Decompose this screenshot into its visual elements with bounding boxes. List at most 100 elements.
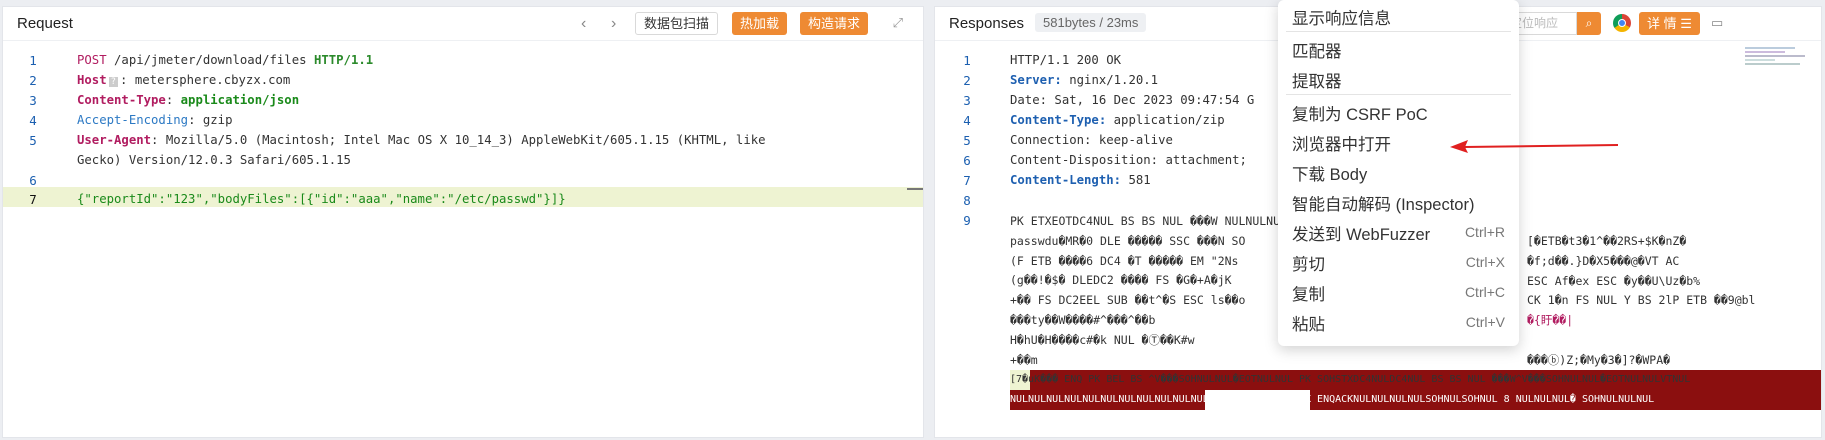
line-number: 1 [963, 53, 971, 68]
ua-value-1: Mozilla/5.0 (Macintosh; Intel Mac OS X 1… [165, 133, 766, 147]
scroll-marker [907, 188, 923, 190]
locate-response-input[interactable]: 定位响应 [1505, 12, 1577, 35]
date-header: Date: Sat, 16 Dec 2023 09:47:54 G [1010, 93, 1255, 107]
line-number: 7 [29, 192, 37, 207]
size-badge: 581bytes / 23ms [1035, 13, 1147, 32]
hot-reload-button[interactable]: 热加载 [732, 12, 788, 35]
binary-tail: [7�uK��� ENQ PK BEL BS ^V���SOHNULNUL�EO… [1010, 370, 1821, 410]
request-header: Request ‹ › 数据包扫描 热加载 构造请求 ⤢ [3, 7, 923, 41]
binary-right-column: [�ETB�t3�1^��2RS+$K�nZ� �f;d��.}D�X5���@… [1527, 232, 1817, 371]
annotation-arrow-icon [1450, 140, 1619, 153]
ctype-value: application/json [180, 93, 300, 107]
search-icon[interactable]: ⌕ [1577, 12, 1601, 35]
line-number: 7 [963, 173, 971, 188]
back-arrow-icon[interactable]: ‹ [581, 15, 587, 32]
accept-key: Accept-Encoding [77, 113, 189, 127]
menu-item-cut[interactable]: 剪切 [1292, 256, 1325, 274]
menu-item-download-body[interactable]: 下载 Body [1292, 166, 1368, 184]
user-agent-header: User-Agent: Mozilla/5.0 (Macintosh; Inte… [77, 133, 766, 147]
binary-line: passwdu�MR�0 DLE ����� SSC ���N SO [1010, 233, 1246, 248]
request-pane: Request ‹ › 数据包扫描 热加载 构造请求 ⤢ 1 2 3 4 5 6… [2, 6, 924, 438]
menu-item-show-response-info[interactable]: 显示响应信息 [1292, 10, 1391, 28]
ctype-key: Content-Type [77, 93, 166, 107]
binary-line: H�hU�H����c#�k NUL �Ⓣ��K#w [1010, 332, 1195, 347]
server-key: Server: [1010, 73, 1062, 87]
binary-line: ���ty��W����#^���^��b [1010, 312, 1156, 327]
menu-item-copy[interactable]: 复制 [1292, 286, 1325, 304]
binary-line: [�ETB�t3�1^��2RS+$K�nZ� [1527, 234, 1687, 248]
http-protocol: HTTP/1.1 [313, 53, 374, 67]
binary-line: �{盱��| [1527, 313, 1574, 328]
menu-item-smart-decode[interactable]: 智能自动解码 (Inspector) [1292, 196, 1475, 214]
binary-line: +�� FS DC2EEL SUB ��t^�S ESC ls��o [1010, 293, 1246, 308]
menu-item-open-in-browser[interactable]: 浏览器中打开 [1292, 136, 1391, 154]
disposition-header: Content-Disposition: attachment; [1010, 153, 1247, 167]
line-number: 9 [963, 213, 971, 228]
binary-line: +��m [1010, 352, 1038, 367]
line-number: 5 [963, 133, 971, 148]
line-number: 4 [29, 113, 37, 128]
content-type-header: Content-Type: application/json [77, 93, 300, 107]
shortcut-label: Ctrl+R [1464, 224, 1505, 240]
ctype-key: Content-Type: [1010, 113, 1107, 127]
ctype-value: application/zip [1113, 113, 1225, 127]
line-number: 5 [29, 133, 37, 148]
chrome-icon[interactable] [1613, 14, 1631, 32]
binary-line: ESC Af�ex ESC �y��U\Uz�b% [1527, 273, 1701, 288]
accept-encoding-header: Accept-Encoding: gzip [77, 113, 233, 127]
binary-line: (F ETB ����6 DC4 �T ����� EM "2Ns [1010, 253, 1239, 268]
binary-line: �f;d��.}D�X5���@�VT AC [1527, 253, 1680, 268]
forward-arrow-icon[interactable]: › [611, 15, 617, 32]
shortcut-label: Ctrl+C [1464, 284, 1505, 300]
request-body: {"reportId":"123","bodyFiles":[{"id":"aa… [77, 192, 566, 206]
menu-item-extractor[interactable]: 提取器 [1292, 73, 1342, 91]
menu-separator [1286, 94, 1511, 95]
binary-line: CK 1�n FS NUL Y BS 2lP ETB ��9@bl [1527, 293, 1756, 308]
ua-key: User-Agent [77, 133, 152, 147]
accept-value: gzip [202, 113, 233, 127]
binary-line: ���ⓑ)Z;�My�3�]?�WPA� [1527, 352, 1671, 367]
help-badge-icon[interactable]: ? [108, 77, 119, 87]
line-number: 3 [29, 93, 37, 108]
binary-line: [7�uK��� ENQ PK BEL BS ^V���SOHNULNUL�EO… [1010, 370, 1821, 390]
connection-header: Connection: keep-alive [1010, 133, 1173, 147]
comment-icon[interactable]: ▭ [1711, 15, 1724, 30]
menu-item-copy-csrf-poc[interactable]: 复制为 CSRF PoC [1292, 106, 1428, 124]
content-type-header: Content-Type: application/zip [1010, 113, 1225, 127]
binary-line: PK ETXEOTDC4NUL BS BS NUL ���W NULNULNUL… [1010, 214, 1329, 228]
line-number: 2 [963, 73, 971, 88]
detail-label: 详 情 [1647, 16, 1677, 31]
line-number: 6 [29, 173, 37, 188]
line-number: 4 [963, 113, 971, 128]
server-value: nginx/1.20.1 [1069, 73, 1159, 87]
line-number: 2 [29, 73, 37, 88]
packet-scan-button[interactable]: 数据包扫描 [635, 12, 719, 35]
response-title: Responses [949, 15, 1025, 32]
minimap[interactable] [1745, 45, 1815, 105]
shortcut-label: Ctrl+X [1465, 254, 1505, 270]
binary-body: PK ETXEOTDC4NUL BS BS NUL ���W NULNULNUL… [1010, 212, 1329, 370]
menu-item-send-to-webfuzzer[interactable]: 发送到 WebFuzzer [1292, 226, 1431, 244]
current-line-highlight [3, 187, 923, 207]
line-number: 8 [963, 193, 971, 208]
binary-line: NULNULNULNULNULNULNULNULNULNULNULNUL /et… [1010, 390, 1821, 410]
request-title: Request [17, 15, 73, 32]
expand-icon[interactable]: ⤢ [892, 15, 903, 30]
detail-button[interactable]: 详 情 ☰ [1639, 12, 1700, 35]
content-length-header: Content-Length: 581 [1010, 173, 1151, 187]
server-header: Server: nginx/1.20.1 [1010, 73, 1158, 87]
request-line: POST /api/jmeter/download/files HTTP/1.1 [77, 53, 373, 67]
host-key: Host [77, 73, 107, 87]
clen-key: Content-Length: [1010, 173, 1122, 187]
host-header: Host?: metersphere.cbyzx.com [77, 73, 291, 87]
host-value: metersphere.cbyzx.com [134, 73, 291, 87]
context-menu: 显示响应信息 匹配器 提取器 复制为 CSRF PoC 浏览器中打开 下载 Bo… [1278, 0, 1519, 346]
clen-value: 581 [1128, 173, 1151, 187]
construct-request-button[interactable]: 构造请求 [800, 12, 869, 35]
menu-item-paste[interactable]: 粘贴 [1292, 316, 1325, 334]
menu-item-matcher[interactable]: 匹配器 [1292, 43, 1342, 61]
menu-separator [1286, 31, 1511, 32]
binary-line: (g��!�$� DLEDC2 ���� FS �G�+A�jK [1010, 273, 1232, 288]
line-number: 3 [963, 93, 971, 108]
user-agent-wrap: Gecko) Version/12.0.3 Safari/605.1.15 [77, 153, 351, 167]
